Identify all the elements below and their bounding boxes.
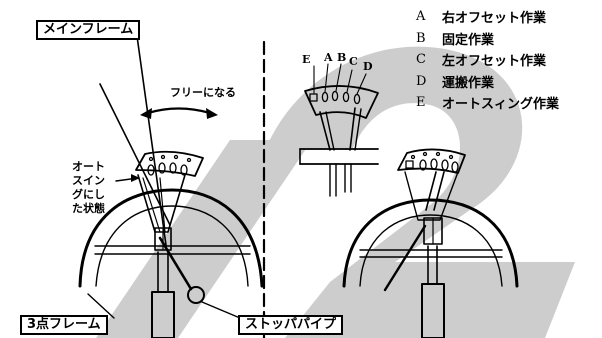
auto-swing-state-line: グにし (72, 188, 105, 201)
detail-quadrant-plate (304, 85, 379, 119)
legend-item: E オートスィング作業 (416, 92, 559, 114)
main-frame-label: メインフレーム (36, 20, 141, 40)
legend-text: 左オフセット作業 (442, 54, 547, 70)
right-3point-arc (342, 198, 519, 288)
stopper-pipe-leader (201, 301, 241, 319)
auto-swing-state-line: た状態 (72, 202, 105, 215)
stopper-pipe-label: ストッパパイプ (238, 315, 344, 335)
legend-text: 運搬作業 (442, 75, 495, 91)
legend-letter: C (416, 52, 426, 68)
auto-swing-state-line: スイン (72, 174, 105, 187)
watermark (96, 46, 575, 338)
detail-letter-leaders (313, 63, 367, 95)
legend-item: A 右オフセット作業 (416, 6, 559, 28)
auto-swing-state-label: オート スイン グにし た状態 (72, 160, 105, 216)
stopper-pipe-knob (187, 286, 205, 304)
position-letter-a: A (324, 51, 333, 64)
main-frame-leader-1 (136, 35, 167, 246)
position-letter-c: C (349, 55, 358, 68)
legend-letter: E (416, 95, 426, 111)
legend-text: オートスィング作業 (442, 97, 560, 113)
watermark-stroke-left (96, 140, 312, 338)
stopper-pipe-rod (158, 236, 193, 291)
legend-text: 右オフセット作業 (442, 11, 547, 27)
left-3point-arc (78, 188, 264, 288)
legend-item: D 運搬作業 (416, 71, 559, 93)
legend-letter: B (416, 30, 426, 46)
watermark-stroke-right (265, 46, 575, 338)
legend-letter: A (416, 9, 426, 25)
free-arrow (140, 107, 218, 119)
position-letter-d: D (363, 60, 373, 73)
legend-item: B 固定作業 (416, 28, 559, 50)
three-point-frame-label: 3点フレーム (20, 315, 108, 335)
legend-item: C 左オフセット作業 (416, 49, 559, 71)
free-label: フリーになる (170, 86, 236, 99)
right-quadrant-plate (397, 148, 466, 174)
position-letter-b: B (337, 51, 347, 64)
auto-swing-state-line: オート (72, 160, 105, 173)
three-point-leader (87, 293, 115, 319)
position-letter-e: E (302, 53, 311, 66)
legend-letter: D (416, 73, 427, 89)
legend-text: 固定作業 (442, 32, 495, 48)
main-frame-leader-2 (99, 83, 171, 226)
mode-legend: A 右オフセット作業 B 固定作業 C 左オフセット作業 D 運搬作業 E オー… (416, 6, 559, 114)
left-quadrant-plate (135, 150, 204, 177)
